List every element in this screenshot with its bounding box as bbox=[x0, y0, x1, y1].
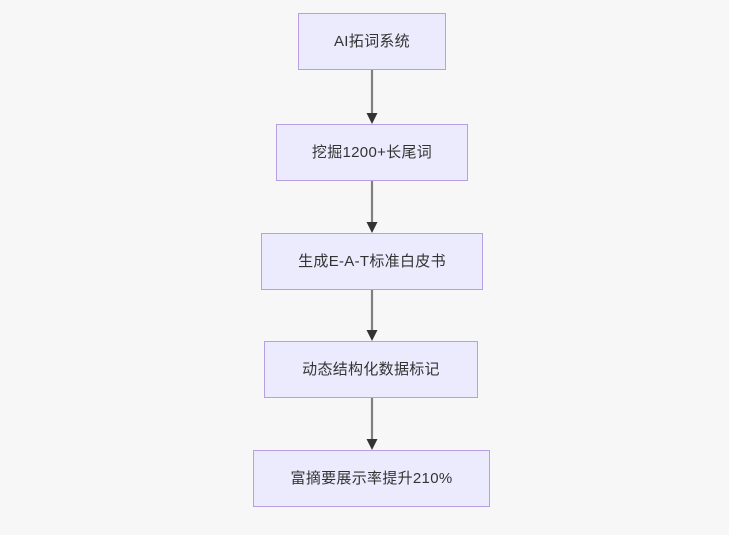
node-label: 富摘要展示率提升210% bbox=[290, 469, 453, 487]
flowchart-node-rich-snippet-rate-increase[interactable]: 富摘要展示率提升210% bbox=[253, 450, 490, 507]
flowchart-node-ai-keyword-system[interactable]: AI拓词系统 bbox=[298, 13, 446, 70]
node-label: 挖掘1200+长尾词 bbox=[311, 143, 433, 161]
connector-node4-node5 bbox=[362, 398, 382, 450]
connector-node3-node4 bbox=[362, 290, 382, 341]
flowchart-node-mine-longtail-keywords[interactable]: 挖掘1200+长尾词 bbox=[276, 124, 468, 181]
node-label: 生成E-A-T标准白皮书 bbox=[298, 252, 446, 270]
arrow-icon bbox=[366, 398, 378, 450]
node-label: 动态结构化数据标记 bbox=[302, 360, 440, 378]
connector-node1-node2 bbox=[362, 70, 382, 124]
flowchart-node-dynamic-structured-data-markup[interactable]: 动态结构化数据标记 bbox=[264, 341, 478, 398]
node-label: AI拓词系统 bbox=[334, 32, 410, 50]
connector-node2-node3 bbox=[362, 181, 382, 233]
flowchart-node-generate-eat-whitepaper[interactable]: 生成E-A-T标准白皮书 bbox=[261, 233, 483, 290]
arrow-icon bbox=[366, 290, 378, 341]
arrow-icon bbox=[366, 181, 378, 233]
arrow-icon bbox=[366, 70, 378, 124]
